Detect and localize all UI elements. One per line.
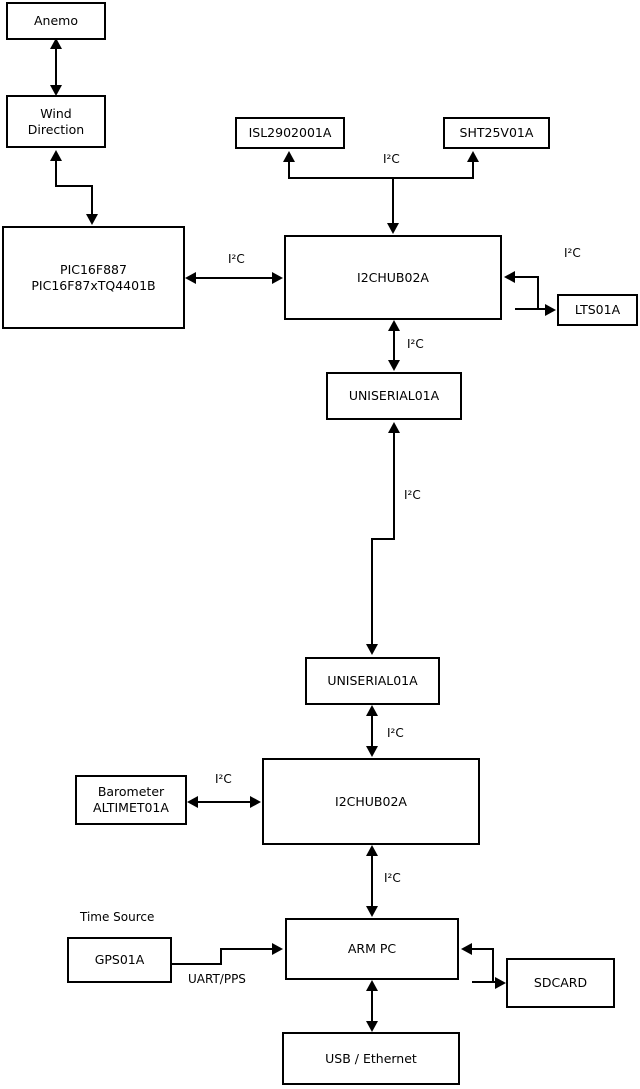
edge-arm-usb-arrow-down: [366, 1021, 378, 1032]
node-anemo[interactable]: Anemo: [6, 2, 106, 40]
edge-anemo-wind-arrow-down: [50, 85, 62, 96]
edge-baro-hub-line: [195, 801, 255, 803]
edge-lts-seg-v: [537, 276, 539, 309]
edge-uni-uni-arrow-down: [366, 644, 378, 655]
edge-hub-sensors-trunk: [392, 178, 394, 226]
edge-pic-wind-seg-h: [55, 185, 93, 187]
edge-pic-hub-arrow-right: [272, 272, 283, 284]
edge-pic-wind-arrow-down: [86, 214, 98, 225]
edge-arm-usb-arrow-up: [366, 980, 378, 991]
edge-gps-arm-seg3: [220, 948, 274, 950]
edge-anemo-wind-arrow-up: [50, 38, 62, 49]
edge-uni-hubbot-arrow-down: [366, 746, 378, 757]
edge-uni-uni-arrow-up: [388, 422, 400, 433]
edge-pic-wind-seg-right: [91, 185, 93, 215]
edge-hub-sensors-bus: [288, 177, 474, 179]
edge-arm-sd-seg-v: [492, 948, 494, 983]
edge-uni-hubbot-line: [371, 713, 373, 751]
edge-arm-sd-arrow-left: [461, 943, 472, 955]
edge-arm-sd-seg-top: [472, 948, 494, 950]
edge-sht-arrow-up: [467, 151, 479, 162]
edge-hubbot-arm-arrow-up: [366, 845, 378, 856]
edge-gps-arm-seg1: [172, 963, 222, 965]
edge-uni-hubbot-arrow-up: [366, 705, 378, 716]
edge-hub-uni-arrow-up: [388, 320, 400, 331]
edge-uni-uni-jog: [371, 538, 395, 540]
label-i2c-top-sensors: I²C: [383, 152, 400, 166]
label-i2c-hub-uniserial: I²C: [407, 337, 424, 351]
edge-hubbot-arm-arrow-down: [366, 906, 378, 917]
edge-arm-sd-seg-bottom: [472, 981, 498, 983]
node-isl2902001a[interactable]: ISL2902001A: [235, 117, 345, 149]
edge-lts-arrow-right: [545, 304, 556, 316]
label-i2c-pic-hub: I²C: [228, 252, 245, 266]
edge-hub-uni-arrow-down: [388, 360, 400, 371]
node-wind-direction[interactable]: Wind Direction: [6, 95, 106, 148]
edge-anemo-wind-line: [55, 46, 57, 90]
label-i2c-lts: I²C: [564, 246, 581, 260]
edge-lts-arrow-left: [504, 271, 515, 283]
node-pic-mcu[interactable]: PIC16F887 PIC16F87xTQ4401B: [2, 226, 185, 329]
label-time-source: Time Source: [80, 910, 155, 924]
edge-sht-branch: [472, 160, 474, 178]
edge-baro-hub-arrow-left: [187, 796, 198, 808]
node-lts01a[interactable]: LTS01A: [557, 294, 638, 326]
node-i2chub02a-bottom[interactable]: I2CHUB02A: [262, 758, 480, 845]
edge-arm-sd-arrow-right: [495, 977, 506, 989]
label-i2c-hub-armpc: I²C: [384, 871, 401, 885]
node-uniserial01a-bottom[interactable]: UNISERIAL01A: [305, 657, 440, 705]
edge-lts-seg-top: [515, 276, 539, 278]
edge-arm-usb-line: [371, 988, 373, 1026]
edge-pic-wind-seg-left: [55, 160, 57, 187]
node-barometer-altimet01a[interactable]: Barometer ALTIMET01A: [75, 775, 187, 825]
edge-gps-arm-arrow: [272, 943, 283, 955]
edge-uni-uni-seg-upper: [393, 432, 395, 540]
edge-pic-hub-arrow-left: [185, 272, 196, 284]
node-usb-ethernet[interactable]: USB / Ethernet: [282, 1032, 460, 1085]
node-i2chub02a-top[interactable]: I2CHUB02A: [284, 235, 502, 320]
edge-gps-arm-seg2: [220, 949, 222, 964]
node-sdcard[interactable]: SDCARD: [506, 958, 615, 1008]
edge-uni-uni-seg-lower: [371, 538, 373, 645]
edge-hub-sensors-arrow-down: [387, 223, 399, 234]
node-uniserial01a-top[interactable]: UNISERIAL01A: [326, 372, 462, 420]
label-uart-pps: UART/PPS: [188, 972, 246, 986]
node-gps01a[interactable]: GPS01A: [67, 937, 172, 983]
edge-hub-uni-line: [393, 328, 395, 364]
node-arm-pc[interactable]: ARM PC: [285, 918, 459, 980]
edge-isl-arrow-up: [283, 151, 295, 162]
edge-pic-wind-arrow-up: [50, 150, 62, 161]
label-i2c-barometer: I²C: [215, 772, 232, 786]
edge-hubbot-arm-line: [371, 853, 373, 906]
edge-isl-branch: [288, 160, 290, 178]
label-i2c-uniserial-hub: I²C: [387, 726, 404, 740]
node-sht25v01a[interactable]: SHT25V01A: [443, 117, 550, 149]
edge-pic-hub-line: [193, 277, 277, 279]
label-i2c-uniserial-link: I²C: [404, 488, 421, 502]
edge-lts-seg-bottom: [515, 308, 547, 310]
edge-baro-hub-arrow-right: [250, 796, 261, 808]
